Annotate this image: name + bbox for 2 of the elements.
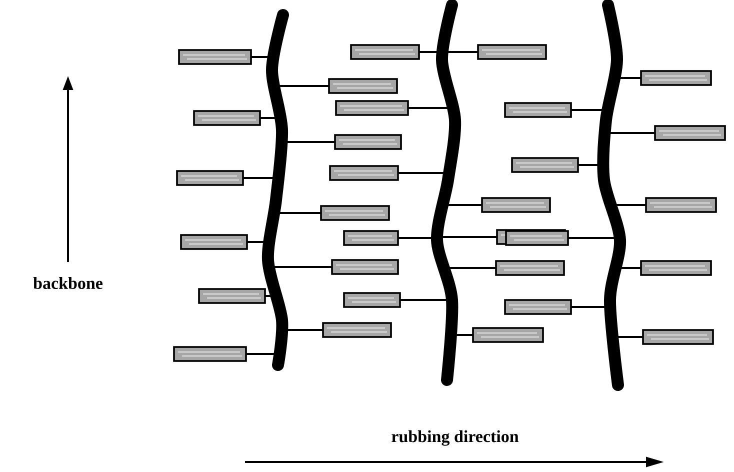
axis-label: backbone	[33, 277, 102, 289]
axis-label: rubbing direction	[392, 430, 519, 446]
